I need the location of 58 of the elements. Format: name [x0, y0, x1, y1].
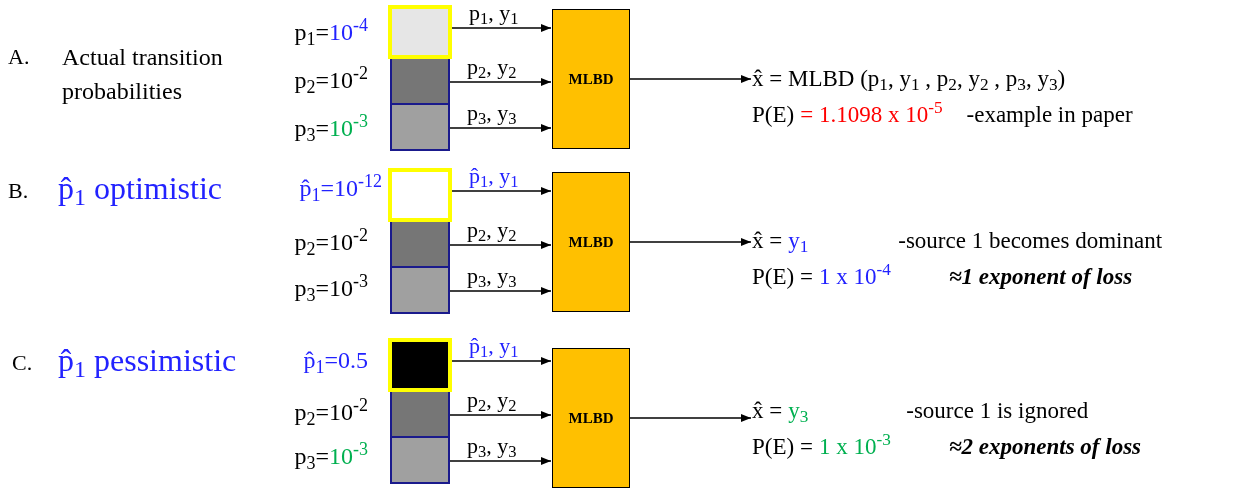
label-text: p$_{2}$=10$^{-2}$ — [294, 62, 368, 98]
probability-segment — [388, 168, 452, 222]
arrow — [449, 457, 552, 465]
arrow — [629, 414, 752, 422]
result-text: ≈2 exponents of loss — [948, 433, 1142, 461]
arrow — [451, 357, 552, 365]
label-text: 10$^{-3}$ — [329, 110, 368, 143]
arrow — [629, 238, 752, 246]
arrow — [449, 411, 552, 419]
label-text: 10$^{-3}$ — [329, 438, 368, 471]
probability-segment — [390, 222, 450, 268]
decoder-box: MLBD — [552, 348, 630, 488]
result-text: P(E) — [752, 101, 795, 129]
probability-segment — [390, 438, 450, 484]
label-text: Actual transition probabilities — [62, 43, 224, 106]
decoder-box: MLBD — [552, 9, 630, 149]
probability-segment — [390, 105, 450, 151]
label-text: p$_{2}$=10$^{-2}$ — [294, 224, 368, 260]
label-text: p̂$_{1}$=0.5 — [303, 346, 368, 378]
arrow — [449, 78, 552, 86]
result-text: P(E) = — [752, 433, 813, 461]
arrow — [451, 187, 552, 195]
label-text: p̂$_{1}$ optimistic — [58, 169, 222, 212]
result-text: x̂ = MLBD (p$_{1}$, y$_{1}$ , p$_{2}$, y$_{2}$ , p$_{3}$, y$_{3}$) — [752, 65, 1066, 97]
label-text: p$_{2}$=10$^{-2}$ — [294, 394, 368, 430]
result-text: 1 x 10$^{-4}$ — [818, 259, 892, 291]
label-text: A. — [8, 43, 30, 71]
result-text: -source 1 is ignored — [906, 397, 1089, 425]
label-text: p$_{3}$= — [294, 114, 329, 146]
probability-segment — [390, 59, 450, 105]
probability-segment — [388, 5, 452, 59]
label-text: B. — [8, 177, 29, 205]
result-text: -example in paper — [966, 101, 1133, 129]
probability-segment — [390, 392, 450, 438]
arrow — [629, 75, 752, 83]
result-text: ≈1 exponent of loss — [948, 263, 1133, 291]
result-text: y$_{3}$ — [788, 397, 810, 429]
label-text: p$_{1}$= — [294, 18, 329, 50]
arrow — [451, 24, 552, 32]
result-text: -source 1 becomes dominant — [898, 227, 1162, 255]
result-text: y$_{1}$ — [788, 227, 810, 259]
result-text: 1 x 10$^{-3}$ — [818, 429, 892, 461]
decoder-box: MLBD — [552, 172, 630, 312]
result-text: = 1.1098 x 10$^{-5}$ — [800, 97, 943, 129]
arrow — [449, 287, 552, 295]
result-text: P(E) = — [752, 263, 813, 291]
arrow — [449, 124, 552, 132]
result-text: x̂ = — [752, 227, 783, 255]
label-text: p$_{3}$= — [294, 442, 329, 474]
probability-segment — [388, 338, 452, 392]
label-text: C. — [12, 349, 33, 377]
label-text: p̂$_{1}$ pessimistic — [58, 341, 237, 384]
label-text: p̂$_{1}$=10$^{-12}$ — [299, 170, 382, 206]
label-text: p$_{3}$=10$^{-3}$ — [294, 270, 368, 306]
label-text: 10$^{-4}$ — [329, 14, 368, 47]
arrow — [449, 241, 552, 249]
probability-segment — [390, 268, 450, 314]
result-text: x̂ = — [752, 397, 783, 425]
